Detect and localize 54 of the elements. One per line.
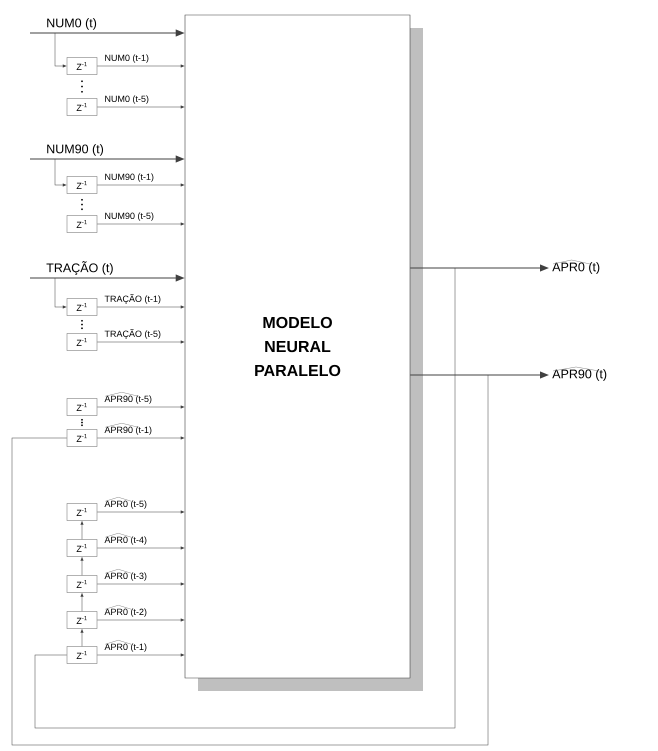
edge-label: TRAÇÃO (t) <box>46 261 113 275</box>
edge-label: TRAÇÃO (t-5) <box>104 329 160 339</box>
arrow <box>97 546 184 550</box>
arrow <box>97 222 184 226</box>
delay-box: Z$^{-1}$ <box>66 575 98 593</box>
edge-label: APR0 (t-4) <box>104 533 146 545</box>
edge-label: APR90 (t-1) <box>104 423 152 435</box>
delay-box: Z$^{-1}$ <box>66 215 98 233</box>
delay-box: Z$^{-1}$ <box>66 611 98 629</box>
output-label: APR90 (t) <box>552 366 606 381</box>
arrow <box>97 106 184 108</box>
delay-box: Z$^{-1}$ <box>66 333 98 351</box>
arrow <box>97 406 184 408</box>
edge-label: NUM0 (t-5) <box>105 95 148 104</box>
delay-box: Z$^{-1}$ <box>66 539 98 557</box>
delay-box: Z$^{-1}$ <box>66 98 98 116</box>
arrow <box>97 340 184 344</box>
edge-label: APR0 (t-3) <box>104 569 146 581</box>
arrow <box>54 278 66 308</box>
arrow <box>97 436 184 440</box>
delay-box: Z$^{-1}$ <box>66 503 98 521</box>
arrow <box>80 557 84 576</box>
delay-box: Z$^{-1}$ <box>66 298 98 316</box>
arrow <box>80 521 84 540</box>
model-box: MODELO NEURAL PARALELO <box>184 14 423 691</box>
delay-box: Z$^{-1}$ <box>66 646 98 664</box>
edge-label: NUM90 (t) <box>47 144 104 156</box>
edge-label: APR0 (t-5) <box>104 497 146 509</box>
edge-label: NUM90 (t-5) <box>105 212 154 221</box>
delay-box: Z$^{-1}$ <box>66 57 98 75</box>
edge-label: APR0 (t-2) <box>104 605 146 617</box>
arrow <box>97 184 184 186</box>
edge-label: APR0 (t-1) <box>104 640 146 652</box>
arrow <box>80 629 84 646</box>
arrow <box>97 510 184 514</box>
feedback-line <box>12 374 488 746</box>
arrow <box>97 618 184 622</box>
edge-label: NUM0 (t) <box>47 18 96 30</box>
arrow <box>97 306 184 308</box>
arrow <box>97 654 184 656</box>
arrow <box>97 582 184 586</box>
edge-label: TRAÇÃO (t-1) <box>104 294 160 304</box>
arrow <box>80 593 84 612</box>
edge-label: NUM0 (t-1) <box>105 54 148 63</box>
output-label: APR0 (t) <box>552 260 600 274</box>
edge-label: APR90 (t-5) <box>104 392 152 404</box>
delay-box: Z$^{-1}$ <box>66 176 98 194</box>
feedback-line <box>34 268 456 728</box>
edge-label: NUM90 (t-1) <box>105 173 154 182</box>
arrow <box>54 32 66 68</box>
arrow <box>97 64 184 68</box>
arrow <box>54 158 66 186</box>
delay-box: Z$^{-1}$ <box>66 398 98 416</box>
delay-box: Z$^{-1}$ <box>66 429 98 447</box>
